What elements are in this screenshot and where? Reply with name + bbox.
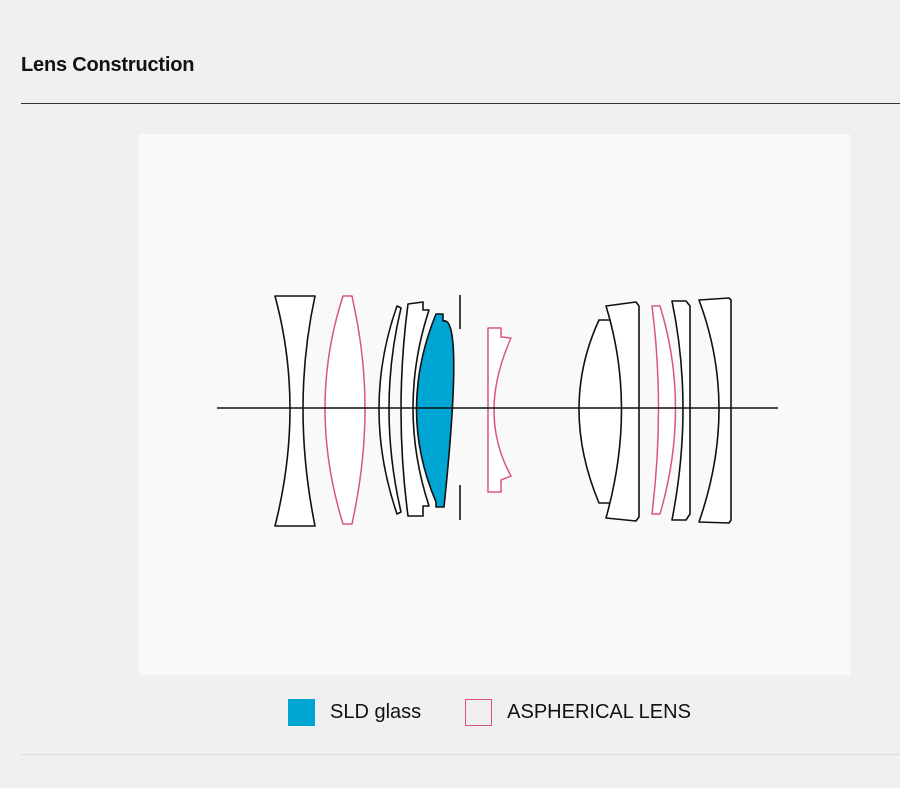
lens-element-3 (378, 305, 402, 515)
legend: SLD glass ASPHERICAL LENS (288, 698, 691, 726)
lens-element-11 (698, 297, 732, 524)
title-divider (21, 103, 900, 104)
lens-element-4 (400, 301, 430, 517)
sld-swatch (288, 698, 315, 726)
sld-label: SLD glass (330, 700, 422, 723)
lens-element-10 (671, 300, 691, 521)
lens-diagram-panel (139, 134, 850, 675)
lens-diagram (217, 295, 778, 527)
section-title: Lens Construction (21, 54, 195, 76)
lens-element-2-aspherical (324, 295, 366, 525)
lens-element-1 (274, 295, 316, 527)
lens-element-6-aspherical (487, 327, 512, 493)
lens-element-9-aspherical (651, 305, 677, 515)
legend-item-sld: SLD glass (288, 698, 422, 726)
aspherical-label: ASPHERICAL LENS (507, 700, 691, 723)
lens-element-5-sld (415, 313, 455, 508)
bottom-divider (21, 754, 900, 755)
legend-item-aspherical: ASPHERICAL LENS (465, 698, 691, 726)
lens-element-8 (605, 301, 640, 522)
aspherical-swatch (465, 698, 493, 726)
